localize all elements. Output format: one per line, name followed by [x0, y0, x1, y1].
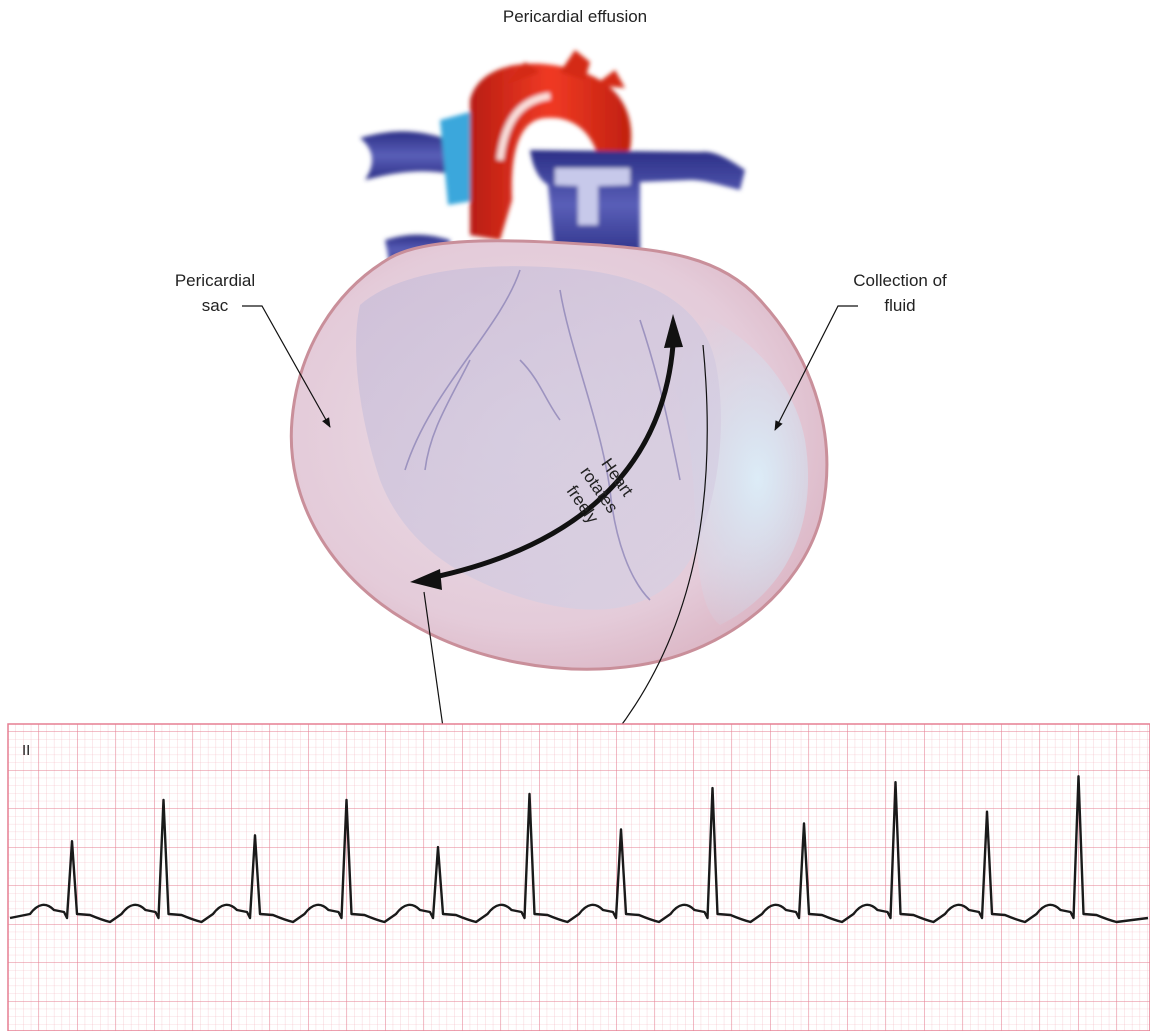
pericardial-sac-label-line1: Pericardial — [140, 270, 290, 292]
collection-of-fluid-label-line1: Collection of — [810, 270, 990, 292]
diagram-title: Pericardial effusion — [400, 6, 750, 28]
ecg-lead-label: II — [22, 740, 42, 762]
collection-of-fluid-label-line2: fluid — [810, 295, 990, 317]
ecg-strip — [8, 724, 1150, 1031]
heart-illustration: Heart rotates freely — [291, 50, 827, 669]
pericardial-sac-label-line2: sac — [140, 295, 290, 317]
